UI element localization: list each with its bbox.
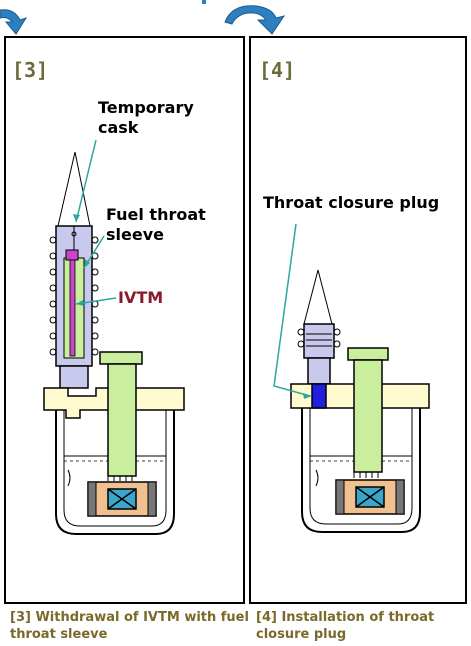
caption-step-3-line2: throat sleeve	[10, 627, 108, 642]
caption-step-3-line1: [3] Withdrawal of IVTM with fuel	[10, 610, 249, 625]
pointer-plug	[273, 223, 311, 397]
panel-3-drawing	[43, 139, 185, 535]
panel-3-tag: [3]	[12, 58, 49, 82]
plug-column	[107, 363, 137, 477]
cask-hoist-cable-4	[303, 269, 333, 325]
temporary-cask-4	[303, 323, 335, 359]
reactor-vessel-4	[301, 408, 421, 533]
flow-arrow-left	[0, 9, 28, 35]
cask-base	[59, 365, 89, 389]
label-throat-closure-plug: Throat closure plug	[263, 193, 440, 212]
label-temporary-cask-line2: cask	[98, 118, 139, 137]
cask-hoist-cable	[57, 151, 91, 227]
plug-column-cap	[99, 351, 143, 365]
cask-base-4	[307, 357, 331, 385]
panel-4-tag: [4]	[259, 58, 296, 82]
ivtm-head	[65, 249, 79, 261]
panel-4-drawing	[273, 223, 430, 533]
label-temporary-cask-line1: Temporary	[98, 98, 194, 117]
ivtm-shaft	[69, 259, 76, 357]
label-fuel-throat-sleeve-line2: sleeve	[106, 225, 164, 244]
caption-step-4-line2: closure plug	[256, 627, 347, 642]
pointer-cask	[75, 139, 97, 223]
plug-column-4	[353, 359, 383, 473]
reactor-vessel	[55, 410, 175, 535]
cask-coils	[49, 236, 99, 356]
label-ivtm: IVTM	[118, 288, 164, 307]
label-fuel-throat-sleeve-line1: Fuel throat	[106, 205, 206, 224]
caption-step-4-line1: [4] Installation of throat	[256, 610, 435, 625]
panel-step-4	[249, 36, 467, 604]
throat-closure-plug	[311, 383, 327, 409]
flow-arrow-right	[224, 5, 286, 35]
